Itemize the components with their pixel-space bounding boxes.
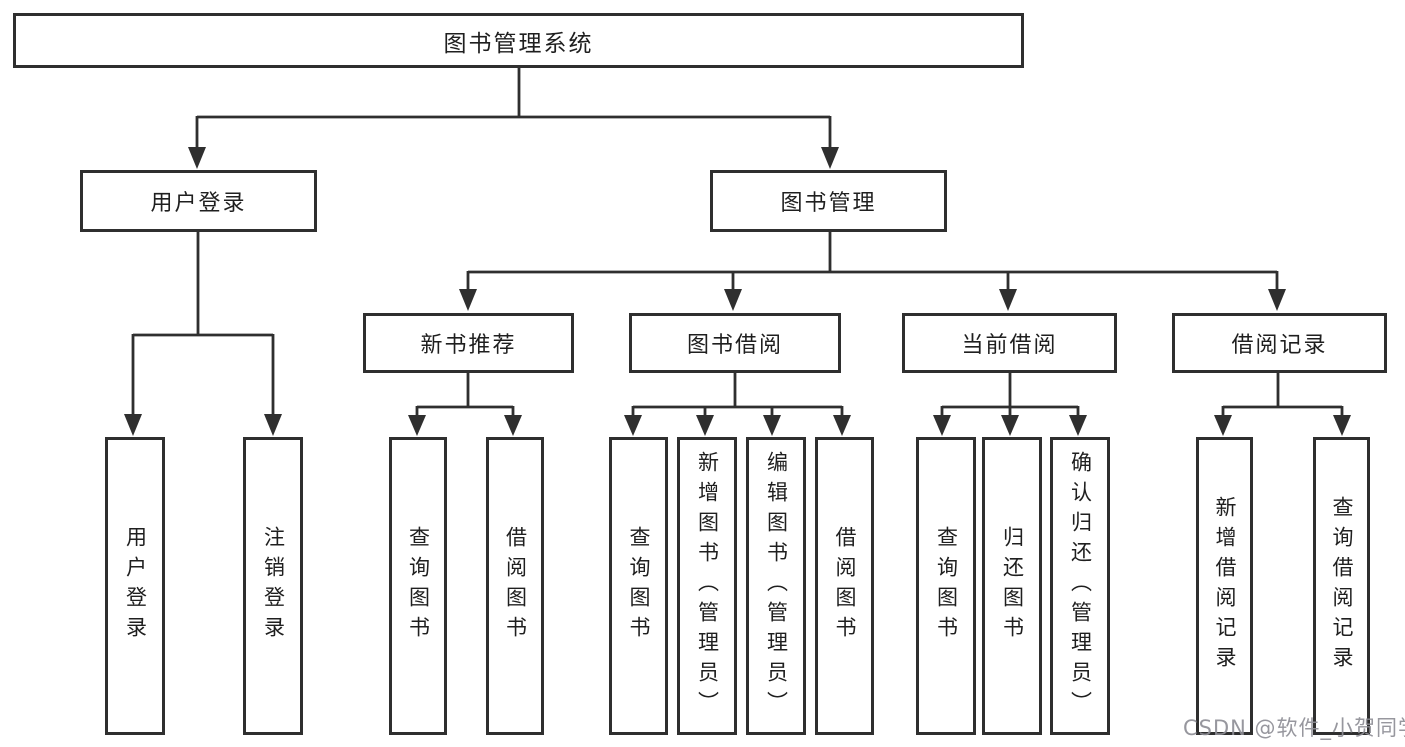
leaf-borrow-books: 借阅图书 — [486, 437, 544, 735]
leaf-borrow-books: 借阅图书 — [815, 437, 874, 735]
leaf-add-books-admin: 新增图书（管理员） — [677, 437, 737, 735]
node-label: 查询图书 — [406, 526, 431, 646]
leaf-add-borrow-record: 新增借阅记录 — [1196, 437, 1253, 735]
node-label: 借阅记录 — [1231, 333, 1328, 358]
csdn-watermark: CSDN @软件_小贺同学 — [1183, 716, 1405, 740]
leaf-query-borrow-record: 查询借阅记录 — [1313, 437, 1370, 735]
node-new-book-recommendation: 新书推荐 — [363, 313, 574, 373]
leaf-user-login: 用户登录 — [105, 437, 165, 735]
node-book-borrowing: 图书借阅 — [629, 313, 841, 373]
leaf-query-books: 查询图书 — [916, 437, 976, 735]
node-current-borrowing: 当前借阅 — [902, 313, 1117, 373]
node-library-management-system: 图书管理系统 — [13, 13, 1024, 68]
node-book-management: 图书管理 — [710, 170, 947, 232]
connector-user-login-branch — [124, 232, 282, 436]
node-label: 用户登录 — [150, 191, 247, 216]
node-label: 用户登录 — [123, 526, 148, 646]
node-label: 借阅图书 — [833, 526, 857, 646]
node-label: 图书管理 — [780, 191, 877, 216]
leaf-query-books: 查询图书 — [389, 437, 447, 735]
leaf-confirm-return-admin: 确认归还（管理员） — [1050, 437, 1110, 735]
leaf-logout: 注销登录 — [243, 437, 303, 735]
node-user-login: 用户登录 — [80, 170, 317, 232]
node-label: 查询图书 — [627, 526, 651, 646]
connector-current-borrowing-branch — [933, 373, 1087, 436]
leaf-query-books: 查询图书 — [609, 437, 668, 735]
node-label: 新增借阅记录 — [1213, 496, 1237, 676]
node-label: 编辑图书（管理员） — [764, 451, 789, 721]
node-label: 注销登录 — [261, 526, 286, 646]
connector-root-to-level2 — [188, 68, 839, 169]
node-label: 查询借阅记录 — [1330, 496, 1354, 676]
node-label: 查询图书 — [934, 526, 959, 646]
connector-book-management-branch — [459, 232, 1286, 311]
node-label: 新增图书（管理员） — [695, 451, 720, 721]
connector-new-book-branch — [408, 373, 522, 436]
leaf-edit-books-admin: 编辑图书（管理员） — [746, 437, 806, 735]
node-label: 当前借阅 — [961, 333, 1058, 358]
connector-book-borrowing-branch — [624, 373, 851, 436]
node-borrowing-records: 借阅记录 — [1172, 313, 1387, 373]
node-label: 图书管理系统 — [443, 30, 594, 57]
node-label: 新书推荐 — [420, 333, 517, 358]
node-label: 确认归还（管理员） — [1068, 451, 1093, 721]
node-label: 借阅图书 — [503, 526, 528, 646]
connector-borrow-records-branch — [1214, 373, 1351, 436]
node-label: 图书借阅 — [686, 333, 783, 358]
node-label: 归还图书 — [1000, 526, 1025, 646]
leaf-return-books: 归还图书 — [982, 437, 1042, 735]
